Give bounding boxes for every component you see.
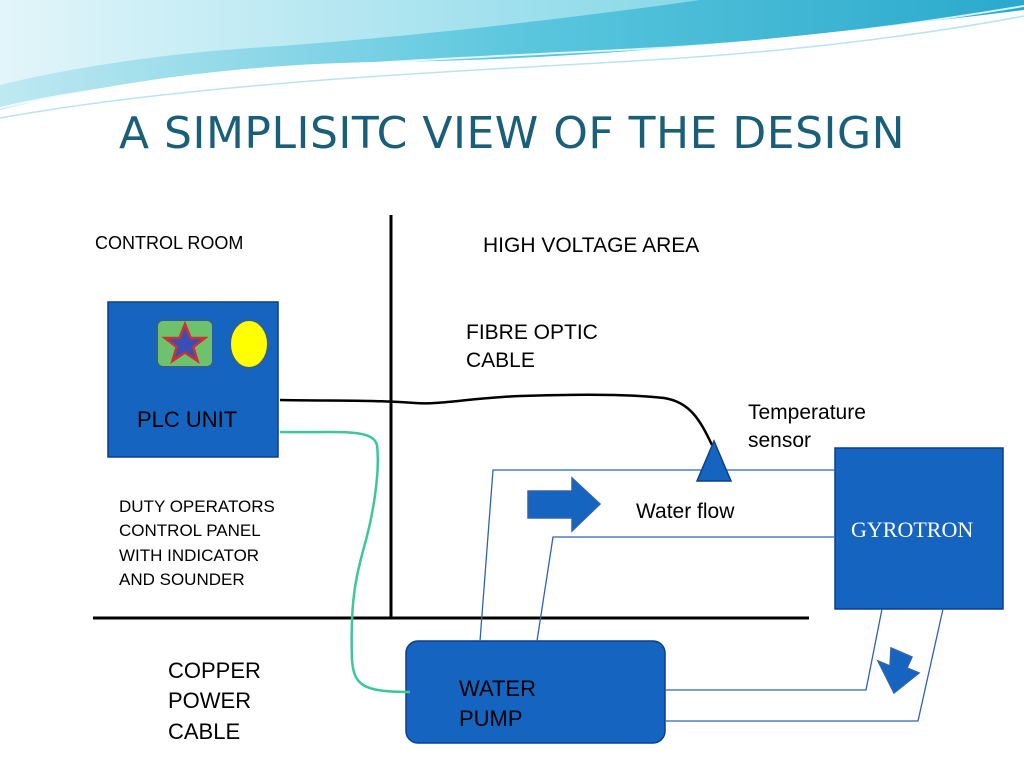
- plc-unit-label: PLC UNIT: [137, 407, 238, 432]
- fibre-optic-label: FIBRE OPTIC CABLE: [466, 321, 598, 373]
- water-flow-arrow: [527, 476, 602, 533]
- lamp-icon: [229, 319, 269, 369]
- sensor-triangle: [695, 439, 733, 482]
- fibre-optic-cable-line: [279, 393, 714, 446]
- duty-panel-label: DUTY OPERATORS CONTROL PANEL WITH INDICA…: [119, 497, 275, 589]
- copper-cable-line: [279, 430, 411, 694]
- down-arrow: [876, 646, 921, 695]
- water-flow-label: Water flow: [636, 500, 735, 523]
- water-pump-label: WATER PUMP: [459, 676, 536, 731]
- gyrotron-box: [834, 447, 1004, 610]
- temperature-sensor-label: Temperature sensor: [748, 401, 866, 453]
- star-icon: [156, 319, 214, 368]
- gyrotron-label: GYROTRON: [851, 517, 974, 542]
- high-voltage-label: HIGH VOLTAGE AREA: [483, 234, 700, 257]
- slide-title: A SIMPLISITC VIEW OF THE DESIGN: [118, 108, 906, 159]
- header-wave: [0, 0, 1024, 119]
- control-room-label: CONTROL ROOM: [95, 233, 244, 253]
- copper-cable-label: COPPER POWER CABLE: [168, 658, 261, 744]
